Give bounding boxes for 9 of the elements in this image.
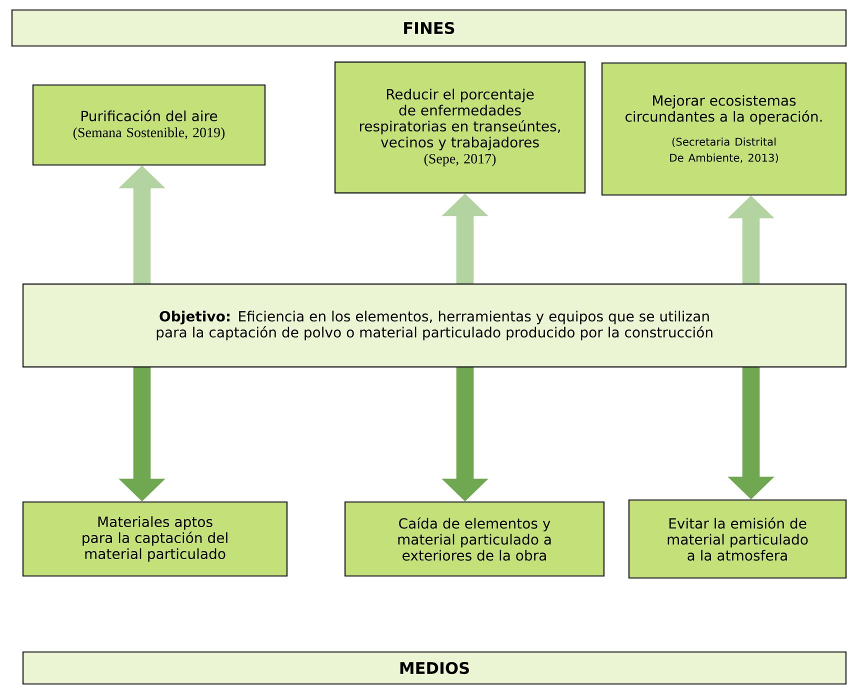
means-box: Caída de elementos y material particulado a exteriores de la obra [344, 501, 605, 577]
goal-box: Mejorar ecosistemas circundantes a la operación. (Secretaria Distrital De Ambiente, 2013) [601, 62, 847, 196]
goal-box: Reducir el porcentaje de enfermedades respiratorias en transeúntes, vecinos y trabajadores (Sepe, 2017) [334, 62, 586, 194]
means-box: Evitar la emisión de material particulado a la atmosfera [628, 499, 847, 579]
means-box: Materiales aptos para la captación del material particulado [22, 501, 288, 577]
goal-box: Purificación del aire (Semana Sostenible, 2019) [32, 84, 266, 166]
heading-band: MEDIOS [22, 651, 847, 685]
objective-band: Objetivo: Eficiencia en los elementos, herramientas y equipos que se utilizan para la captación de polvo o material particulado producido por la construcción [22, 284, 847, 368]
heading-band: FINES [11, 9, 847, 47]
